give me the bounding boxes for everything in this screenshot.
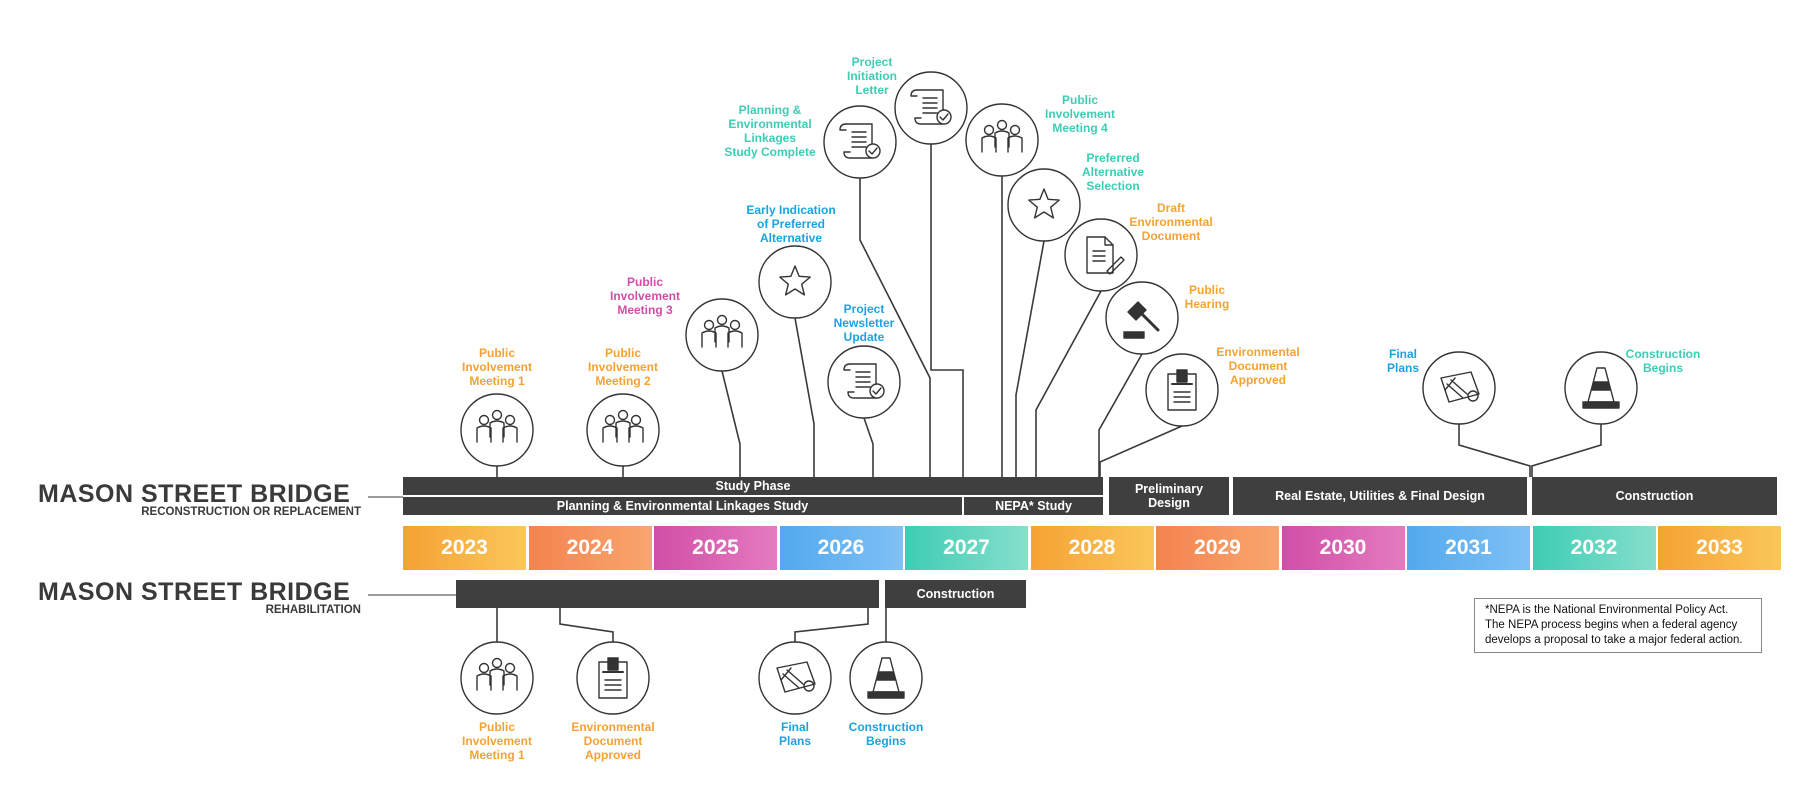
year-2028: 2028 (1030, 526, 1154, 570)
approved-document-icon (576, 641, 650, 715)
bottom-title: MASON STREET BRIDGE (38, 578, 351, 606)
people-icon (965, 103, 1039, 177)
blueprint-icon (758, 641, 832, 715)
people-icon (586, 393, 660, 467)
top-milestone-label: Public Involvement Meeting 3 (609, 275, 681, 317)
year-2026: 2026 (779, 526, 903, 570)
document-check-icon (827, 345, 901, 419)
star-icon (758, 245, 832, 319)
construction-bar: Construction (1532, 477, 1777, 515)
blueprint-icon (1422, 351, 1496, 425)
pel-study-bar: Planning & Environmental Linkages Study (403, 497, 962, 515)
year-2024: 2024 (528, 526, 652, 570)
people-icon (685, 298, 759, 372)
year-2025: 2025 (654, 526, 777, 570)
top-milestone-label: Construction Begins (1625, 347, 1701, 375)
document-check-icon (894, 71, 968, 145)
people-icon (460, 641, 534, 715)
top-milestone-label: Project Newsletter Update (833, 302, 895, 344)
year-2031: 2031 (1407, 526, 1530, 570)
document-pen-icon (1064, 218, 1138, 292)
year-2033: 2033 (1658, 526, 1781, 570)
bottom-milestone-label: Environmental Document Approved (571, 720, 655, 762)
real-estate-final-design-bar: Real Estate, Utilities & Final Design (1233, 477, 1527, 515)
top-milestone-label: Early Indication of Preferred Alternativ… (746, 203, 836, 245)
nepa-footnote: *NEPA is the National Environmental Poli… (1474, 598, 1762, 653)
preliminary-design-bar: Preliminary Design (1109, 477, 1229, 515)
traffic-cone-icon (1564, 351, 1638, 425)
top-milestone-label: Public Involvement Meeting 1 (461, 346, 533, 388)
document-check-icon (823, 105, 897, 179)
top-milestone-label: Final Plans (1386, 347, 1419, 375)
top-milestone-label: Draft Environmental Document (1129, 201, 1213, 243)
top-title: MASON STREET BRIDGE (38, 480, 351, 508)
bottom-subtitle: REHABILITATION (265, 604, 361, 616)
top-milestone-label: Project Initiation Letter (847, 55, 897, 97)
rehab-study-bar (456, 580, 879, 608)
top-milestone-label: Planning & Environmental Linkages Study … (724, 103, 816, 159)
year-2032: 2032 (1532, 526, 1656, 570)
year-2029: 2029 (1156, 526, 1279, 570)
top-milestone-label: Preferred Alternative Selection (1081, 151, 1145, 193)
top-milestone-label: Public Hearing (1184, 283, 1230, 311)
people-icon (460, 393, 534, 467)
year-2030: 2030 (1281, 526, 1405, 570)
top-milestone-label: Public Involvement Meeting 2 (587, 346, 659, 388)
year-2027: 2027 (905, 526, 1028, 570)
star-icon (1007, 168, 1081, 242)
traffic-cone-icon (849, 641, 923, 715)
top-milestone-label: Environmental Document Approved (1216, 345, 1300, 387)
year-2023: 2023 (403, 526, 526, 570)
bottom-milestone-label: Public Involvement Meeting 1 (461, 720, 533, 762)
bottom-milestone-label: Construction Begins (848, 720, 924, 748)
rehab-construction-bar: Construction (885, 580, 1026, 608)
top-milestone-label: Public Involvement Meeting 4 (1044, 93, 1116, 135)
approved-document-icon (1145, 353, 1219, 427)
gavel-icon (1105, 281, 1179, 355)
top-subtitle: RECONSTRUCTION OR REPLACEMENT (141, 506, 361, 518)
study-phase-bar: Study Phase (403, 477, 1103, 495)
bottom-milestone-label: Final Plans (778, 720, 811, 748)
nepa-study-bar: NEPA* Study (964, 497, 1103, 515)
